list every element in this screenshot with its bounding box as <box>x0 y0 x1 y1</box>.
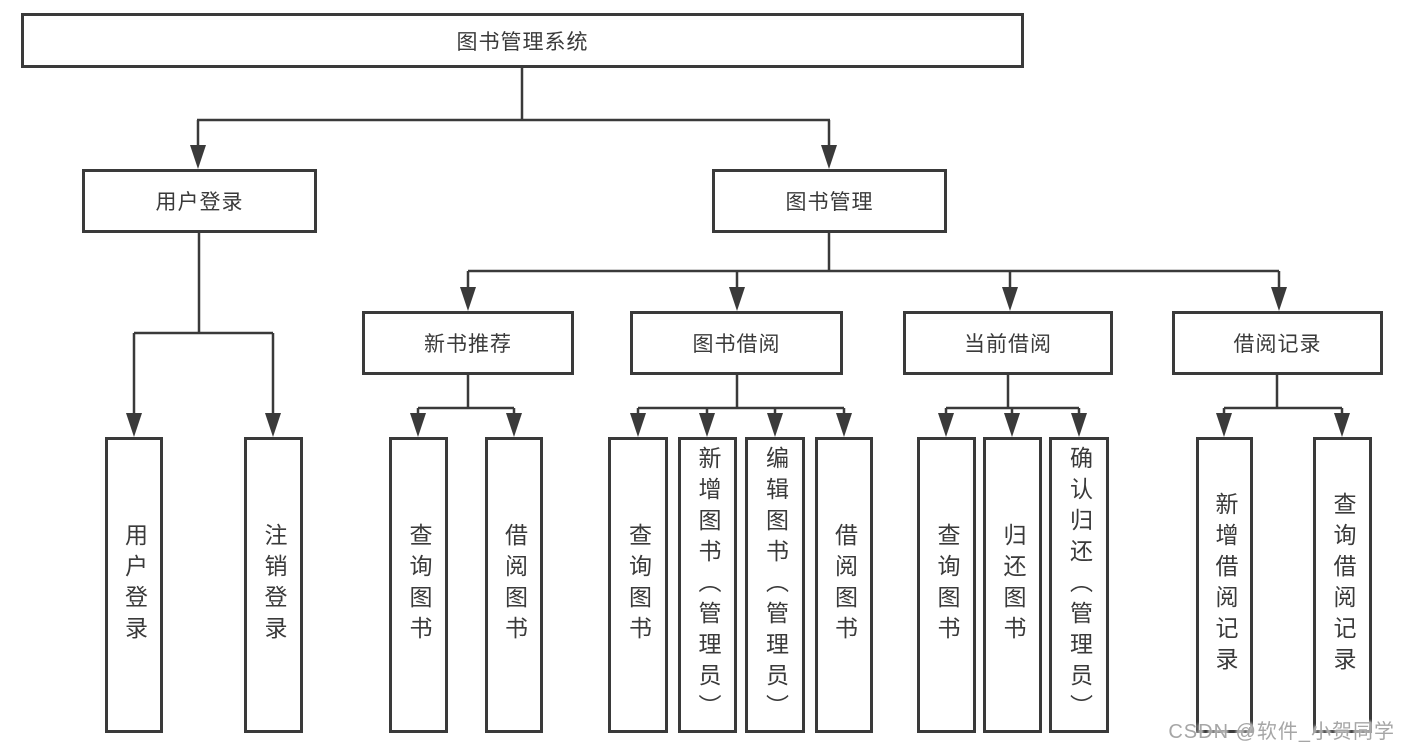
node-label: 归还图书 <box>1000 523 1026 647</box>
node-label: 注销登录 <box>261 523 287 647</box>
arrowhead-icons <box>126 145 1350 437</box>
arrow-down-icon <box>699 413 715 437</box>
arrow-down-icon <box>767 413 783 437</box>
arrow-down-icon <box>1071 413 1087 437</box>
node-root-library-system: 图书管理系统 <box>21 13 1024 68</box>
leaf-query-books-recommend: 查询图书 <box>389 437 448 733</box>
node-label: 图书借阅 <box>692 333 781 356</box>
node-label: 图书管理 <box>785 191 874 214</box>
arrow-down-icon <box>821 145 837 169</box>
node-label: 用户登录 <box>155 191 244 214</box>
arrow-down-icon <box>190 145 206 169</box>
arrow-down-icon <box>1216 413 1232 437</box>
node-current-borrowing: 当前借阅 <box>903 311 1113 375</box>
node-label: 编辑图书（管理员） <box>762 445 789 725</box>
leaf-query-books-borrowing: 查询图书 <box>608 437 668 733</box>
arrow-down-icon <box>1002 287 1018 311</box>
arrow-down-icon <box>265 413 281 437</box>
node-book-management-branch: 图书管理 <box>712 169 947 233</box>
arrow-down-icon <box>506 413 522 437</box>
leaf-return-books: 归还图书 <box>983 437 1042 733</box>
node-label: 查询借阅记录 <box>1330 492 1356 678</box>
arrow-down-icon <box>1004 413 1020 437</box>
csdn-watermark: CSDN @软件_小贺同学 <box>1168 721 1395 743</box>
node-label: 当前借阅 <box>964 333 1052 356</box>
node-label: 用户登录 <box>121 523 148 647</box>
leaf-query-books-current: 查询图书 <box>917 437 976 733</box>
node-label: 查询图书 <box>406 523 432 647</box>
node-label: 新增借阅记录 <box>1212 492 1238 678</box>
node-label: 查询图书 <box>625 523 652 647</box>
arrow-down-icon <box>836 413 852 437</box>
node-label: 新增图书（管理员） <box>695 445 721 725</box>
leaf-add-borrow-record: 新增借阅记录 <box>1196 437 1253 733</box>
arrow-down-icon <box>729 287 745 311</box>
node-user-login-branch: 用户登录 <box>82 169 317 233</box>
tree-edges <box>132 68 1344 415</box>
node-borrowing-records: 借阅记录 <box>1172 311 1383 375</box>
leaf-add-books-admin: 新增图书（管理员） <box>678 437 737 733</box>
node-label: 借阅记录 <box>1233 333 1322 356</box>
leaf-confirm-return-admin: 确认归还（管理员） <box>1049 437 1109 733</box>
arrow-down-icon <box>938 413 954 437</box>
node-new-book-recommend: 新书推荐 <box>362 311 574 375</box>
arrow-down-icon <box>630 413 646 437</box>
arrow-down-icon <box>1271 287 1287 311</box>
leaf-edit-books-admin: 编辑图书（管理员） <box>745 437 805 733</box>
node-label: 确认归还（管理员） <box>1066 445 1093 725</box>
node-label: 新书推荐 <box>424 333 512 356</box>
leaf-user-login: 用户登录 <box>105 437 163 733</box>
node-label: 借阅图书 <box>501 523 528 647</box>
node-book-borrowing: 图书借阅 <box>630 311 843 375</box>
arrow-down-icon <box>1334 413 1350 437</box>
arrow-down-icon <box>460 287 476 311</box>
node-label: 借阅图书 <box>831 523 858 647</box>
leaf-borrow-books: 借阅图书 <box>815 437 873 733</box>
node-label: 查询图书 <box>934 523 960 647</box>
arrow-down-icon <box>410 413 426 437</box>
arrow-down-icon <box>126 413 142 437</box>
node-label: 图书管理系统 <box>456 30 589 54</box>
leaf-borrow-books-recommend: 借阅图书 <box>485 437 543 733</box>
leaf-query-borrow-record: 查询借阅记录 <box>1313 437 1372 733</box>
leaf-logout: 注销登录 <box>244 437 303 733</box>
